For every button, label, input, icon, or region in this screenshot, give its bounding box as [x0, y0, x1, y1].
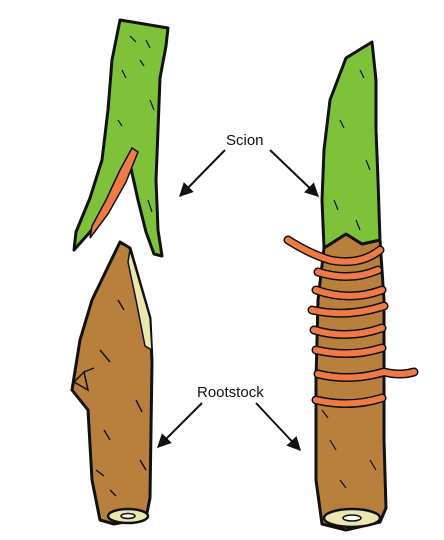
rootstock-arrow-left: [157, 402, 203, 448]
left-rootstock-pith: [120, 512, 136, 520]
right-rootstock-pith: [342, 514, 362, 522]
scion-label: Scion: [226, 132, 264, 149]
rootstock-arrows: [157, 402, 301, 452]
right-scion-body: [320, 40, 382, 250]
right-graft: [283, 40, 419, 532]
left-rootstock-bud: [72, 370, 90, 392]
scion-arrows: [179, 149, 320, 198]
left-scion-body: [72, 18, 170, 258]
right-scion-texture: [333, 69, 371, 231]
graft-tie: [283, 235, 419, 409]
rootstock-label: Rootstock: [197, 384, 264, 401]
left-scion-cut-face: [89, 146, 139, 239]
left-scion-texture: [117, 35, 155, 213]
scion-arrow-right: [269, 149, 320, 197]
graft-tie-fill: [285, 237, 417, 407]
left-scion: [72, 18, 170, 258]
left-rootstock-bark-texture: [83, 299, 147, 497]
scion-arrow-left: [179, 149, 226, 198]
left-rootstock-cut-face: [127, 249, 153, 352]
rootstock-arrow-right: [255, 402, 301, 452]
right-rootstock-texture: [321, 409, 377, 489]
left-rootstock: [70, 240, 154, 526]
